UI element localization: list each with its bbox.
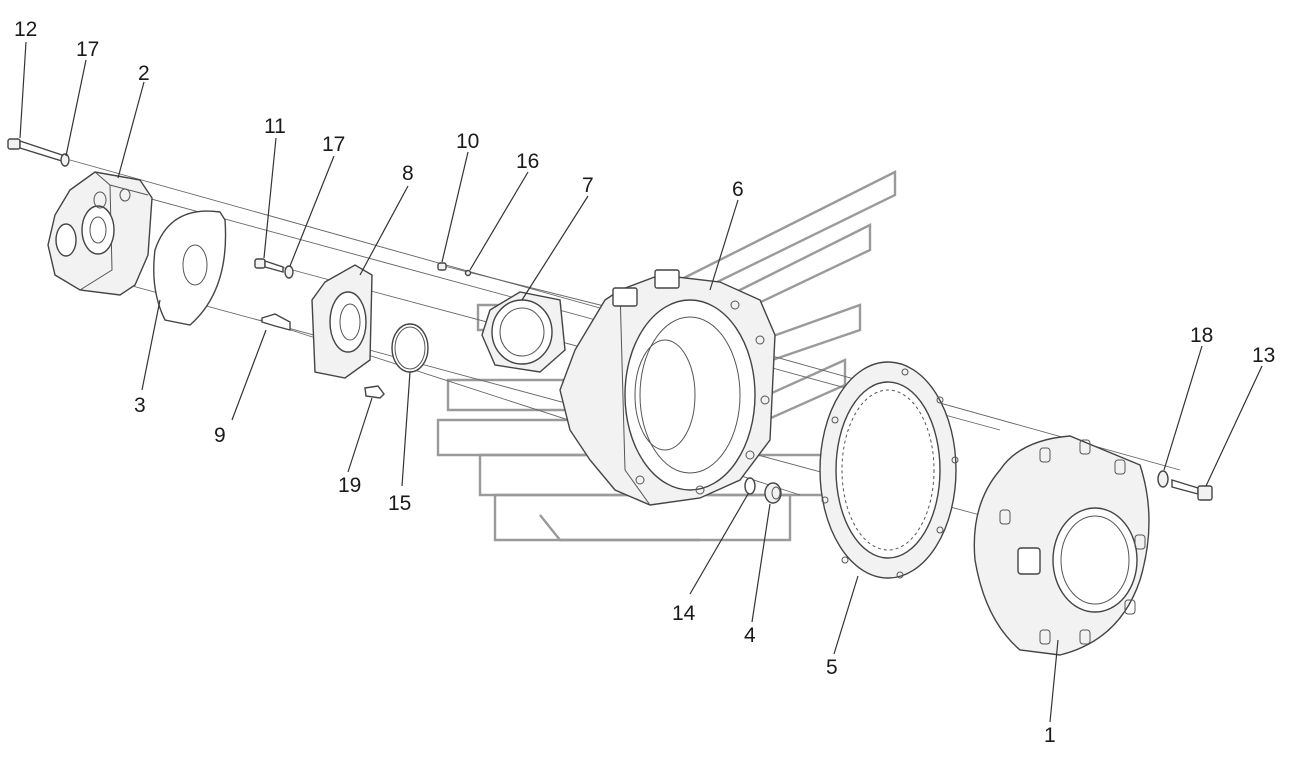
label-14: 14 bbox=[672, 602, 696, 625]
end-cover-1 bbox=[973, 435, 1150, 656]
pin-9 bbox=[261, 313, 291, 331]
label-4: 4 bbox=[744, 624, 756, 647]
label-7: 7 bbox=[582, 174, 594, 197]
gasket-3 bbox=[153, 210, 227, 326]
front-housing-2 bbox=[47, 171, 153, 296]
washer-18 bbox=[1157, 470, 1169, 488]
label-18: 18 bbox=[1190, 324, 1213, 347]
label-2: 2 bbox=[138, 62, 150, 85]
label-6: 6 bbox=[732, 178, 744, 201]
label-15: 15 bbox=[388, 492, 411, 515]
washer-17-middle bbox=[284, 265, 294, 279]
label-16: 16 bbox=[516, 150, 539, 173]
label-17-left: 17 bbox=[76, 38, 99, 61]
plug-4 bbox=[764, 482, 782, 504]
bolt-13 bbox=[1171, 479, 1213, 501]
label-11: 11 bbox=[264, 115, 286, 138]
label-10: 10 bbox=[456, 130, 479, 153]
ring-gear-5 bbox=[819, 361, 959, 579]
bearing-cover-8 bbox=[311, 264, 373, 379]
leader-lines bbox=[19, 41, 1263, 723]
bolt-12 bbox=[7, 138, 63, 162]
pin-19 bbox=[364, 385, 385, 399]
label-9: 9 bbox=[214, 424, 226, 447]
label-17-middle: 17 bbox=[322, 133, 345, 156]
label-19: 19 bbox=[338, 474, 361, 497]
label-8: 8 bbox=[402, 162, 414, 185]
label-5: 5 bbox=[826, 656, 838, 679]
o-ring-15 bbox=[391, 323, 429, 373]
seal-flange-7 bbox=[481, 291, 566, 373]
bolt-11 bbox=[254, 258, 284, 273]
label-3: 3 bbox=[134, 394, 146, 417]
label-13: 13 bbox=[1252, 344, 1275, 367]
main-housing-6 bbox=[559, 269, 776, 506]
washer-16 bbox=[464, 269, 472, 277]
label-12: 12 bbox=[14, 18, 37, 41]
label-1: 1 bbox=[1044, 724, 1056, 747]
small-o-ring-14 bbox=[744, 477, 756, 495]
washer-17-left bbox=[60, 153, 70, 167]
bolt-10 bbox=[437, 262, 447, 271]
